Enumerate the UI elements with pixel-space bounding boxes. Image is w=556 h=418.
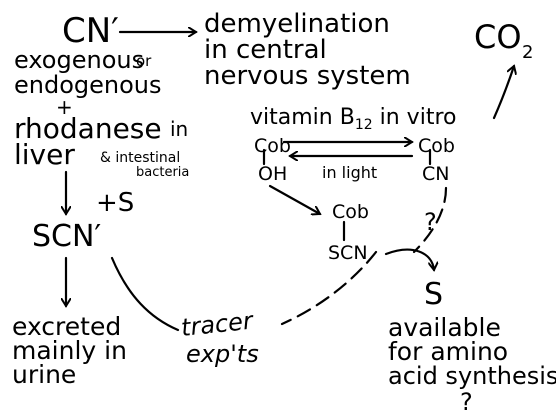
available-line2: for amino: [388, 337, 508, 366]
cyanide-label: CN′: [62, 11, 119, 51]
cob-oh-top: Cob: [254, 135, 291, 157]
available-line1: available: [388, 313, 501, 342]
cob-cn-top: Cob: [418, 135, 455, 157]
or-label: or: [136, 52, 152, 70]
co2-label: CO: [474, 18, 522, 56]
excreted-line1: excreted: [12, 312, 121, 341]
in-light-label: in light: [322, 163, 377, 182]
available-line3: acid synthesis: [388, 362, 556, 390]
cob-cn-cn: CN: [422, 163, 449, 185]
co2-subscript: 2: [522, 42, 533, 63]
demyelination-line1: demyelination: [204, 9, 390, 39]
rhodanese-in-label: in: [170, 117, 188, 141]
arrow-to-co2: [492, 66, 514, 120]
question-mark-lower: ?: [460, 388, 473, 416]
vitamin-b12-label: vitamin B12 in vitro: [250, 105, 456, 133]
demyelination-line3: nervous system: [204, 61, 411, 91]
endogenous-label: endogenous: [14, 71, 162, 99]
thiocyanate-label: SCN′: [32, 219, 101, 254]
demyelination-line2: in central: [204, 35, 327, 65]
tracer-line1: tracer: [180, 306, 256, 342]
arrow-cob-oh-to-cob-scn: [268, 184, 320, 214]
sulfur-product-label: S: [424, 277, 443, 312]
excreted-line3: urine: [12, 360, 76, 389]
excreted-line2: mainly in: [12, 336, 127, 365]
cob-scn-scn: SCN: [328, 242, 368, 264]
exogenous-label: exogenous: [14, 46, 144, 74]
tracer-curve-left: [110, 256, 180, 332]
dashed-cob-cn-to-cob-scn: [412, 186, 448, 254]
intestinal-label: & intestinal: [100, 150, 180, 166]
plus-sign-top: +: [56, 95, 73, 119]
bacteria-label: bacteria: [136, 165, 189, 180]
tracer-line2: exp'ts: [186, 340, 259, 368]
rhodanese-label: rhodanese: [14, 112, 162, 145]
plus-sulfur-label: +S: [96, 188, 134, 218]
dashed-tracer-connection: [280, 250, 378, 326]
cob-oh-oh: OH: [258, 163, 287, 185]
cob-scn-top: Cob: [332, 201, 369, 223]
arrow-cob-scn-to-sulfur: [384, 248, 434, 270]
liver-label: liver: [14, 138, 75, 171]
